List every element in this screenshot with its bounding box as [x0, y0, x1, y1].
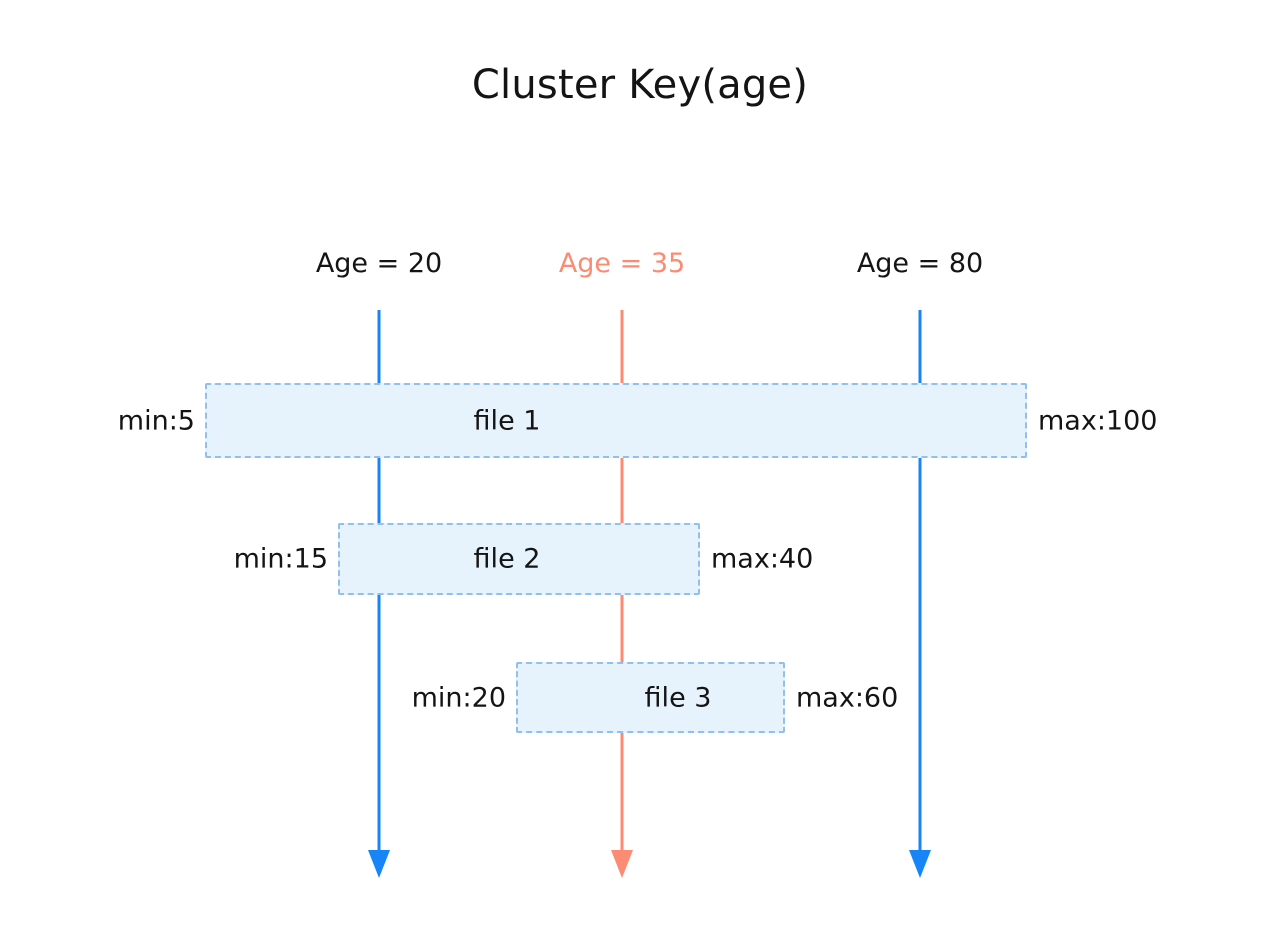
- file-min-label-1: min:5: [117, 405, 195, 436]
- file-range-box-3: [516, 662, 785, 733]
- arrowhead-80: [909, 850, 931, 878]
- file-range-box-2: [338, 523, 700, 595]
- file-min-label-3: min:20: [411, 682, 506, 713]
- file-range-box-1: [205, 383, 1027, 458]
- file-name-label-2: file 2: [473, 543, 541, 575]
- arrowhead-35: [611, 850, 633, 878]
- query-point-label-35: Age = 35: [558, 248, 686, 279]
- file-name-label-3: file 3: [644, 682, 712, 713]
- arrowhead-20: [368, 850, 390, 878]
- file-max-label-3: max:60: [796, 682, 899, 713]
- query-point-label-20: Age = 20: [315, 248, 443, 279]
- file-max-label-2: max:40: [711, 543, 814, 575]
- file-max-label-1: max:100: [1038, 405, 1158, 436]
- query-point-label-80: Age = 80: [856, 248, 984, 279]
- page-title: Cluster Key(age): [471, 62, 809, 108]
- file-min-label-2: min:15: [233, 543, 328, 575]
- file-name-label-1: file 1: [473, 405, 541, 436]
